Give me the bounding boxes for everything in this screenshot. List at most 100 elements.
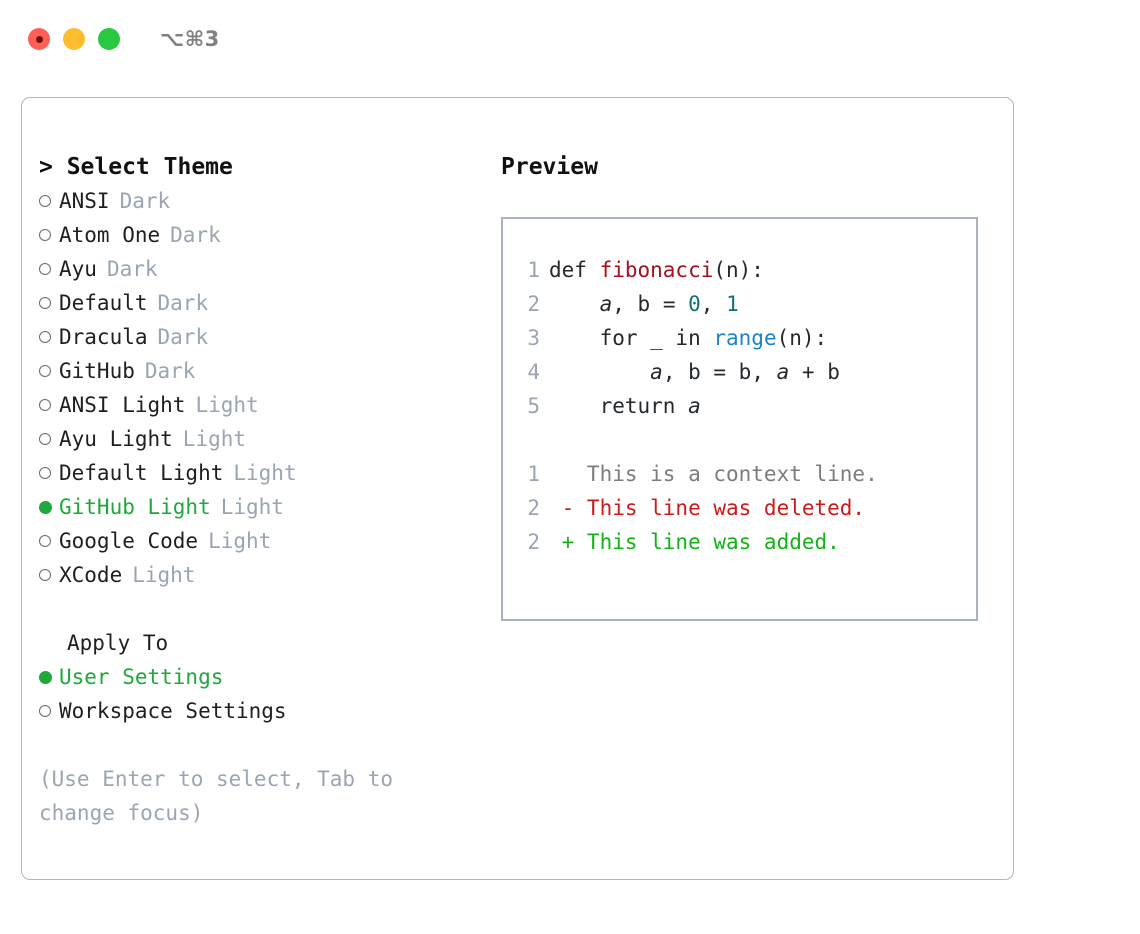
code-line: 2 a, b = 0, 1: [503, 287, 976, 321]
radio-selected-icon: [39, 659, 59, 693]
close-window-button[interactable]: [28, 28, 50, 50]
radio-unselected-icon: [39, 285, 59, 319]
code-line: 1 def fibonacci(n):: [503, 253, 976, 287]
theme-option-label: XCode: [59, 563, 123, 587]
zoom-window-button[interactable]: [98, 28, 120, 50]
theme-option[interactable]: XCode Light: [39, 558, 499, 592]
close-icon: [35, 35, 43, 43]
theme-option[interactable]: Default Dark: [39, 286, 499, 320]
theme-variant-tag: Light: [132, 563, 196, 587]
radio-unselected-icon: [39, 387, 59, 421]
code-token-plain: def: [549, 258, 600, 282]
code-token-var: a: [688, 394, 701, 418]
code-line-text: return a: [549, 389, 701, 423]
theme-option[interactable]: Atom One Dark: [39, 218, 499, 252]
theme-variant-tag: Dark: [157, 291, 209, 315]
theme-option-label: Dracula: [59, 325, 148, 349]
empty-circle-icon: [39, 331, 51, 343]
theme-variant-tag: Dark: [119, 189, 171, 213]
diff-line: 2 + This line was added.: [503, 525, 976, 559]
code-line: 5 return a: [503, 389, 976, 423]
keyboard-shortcut-label: ⌥⌘3: [160, 27, 220, 51]
theme-option-label: GitHub: [59, 359, 135, 383]
theme-option-label: Atom One: [59, 223, 161, 247]
apply-to-option-label: User Settings: [59, 665, 224, 689]
code-token-var: a: [776, 360, 790, 384]
empty-circle-icon: [39, 399, 51, 411]
filled-circle-icon: [39, 500, 52, 514]
radio-unselected-icon: [39, 251, 59, 285]
hint-spacer: [39, 728, 499, 762]
theme-option[interactable]: ANSI Light Light: [39, 388, 499, 422]
theme-option[interactable]: Default Light Light: [39, 456, 499, 490]
code-line-text: for _ in range(n):: [549, 321, 828, 355]
code-line: 3 for _ in range(n):: [503, 321, 976, 355]
code-line: 4 a, b = b, a + b: [503, 355, 976, 389]
code-line-text: a, b = b, a + b: [549, 355, 840, 389]
theme-option[interactable]: Ayu Dark: [39, 252, 499, 286]
code-token-plain: for _ in: [549, 326, 714, 350]
theme-option[interactable]: Dracula Dark: [39, 320, 499, 354]
code-token-call: range: [713, 326, 777, 350]
list-spacer: [39, 592, 499, 626]
theme-variant-tag: Dark: [170, 223, 221, 247]
code-token-fn: fibonacci: [599, 258, 714, 282]
theme-variant-tag: Dark: [157, 325, 209, 349]
code-token-plain: =: [650, 292, 689, 316]
code-token-plain: return: [549, 394, 689, 418]
line-number: 1: [527, 258, 540, 282]
theme-option[interactable]: Google Code Light: [39, 524, 499, 558]
empty-circle-icon: [39, 569, 51, 581]
line-number: 4: [527, 360, 540, 384]
apply-to-option[interactable]: User Settings: [39, 660, 499, 694]
code-token-plain: , b = b,: [662, 360, 777, 384]
theme-variant-tag: Light: [195, 393, 259, 417]
theme-option[interactable]: ANSI Dark: [39, 184, 499, 218]
apply-to-heading: Apply To: [67, 631, 169, 655]
code-token-plain: (n):: [776, 326, 828, 350]
code-token-plain: (n):: [713, 258, 764, 282]
diff-line-number: 1: [527, 462, 540, 486]
theme-option-label: Google Code: [59, 529, 199, 553]
title-bar: ⌥⌘3: [0, 0, 1140, 78]
theme-variant-tag: Light: [208, 529, 272, 553]
diff-line: 2 - This line was deleted.: [503, 491, 976, 525]
theme-option-label: GitHub Light: [59, 495, 211, 519]
code-token-plain: + b: [789, 360, 840, 384]
radio-unselected-icon: [39, 455, 59, 489]
theme-option-label: Default: [59, 291, 148, 315]
minimize-window-button[interactable]: [63, 28, 85, 50]
diff-line-text-ctx: This is a context line.: [549, 462, 878, 486]
diff-line-number: 2: [527, 530, 540, 554]
radio-unselected-icon: [39, 557, 59, 591]
diff-sample-block: 1 This is a context line. 2 - This line w…: [503, 457, 976, 559]
code-line-text: a, b = 0, 1: [549, 287, 739, 321]
empty-circle-icon: [39, 297, 51, 309]
theme-variant-tag: Light: [233, 461, 297, 485]
apply-to-option[interactable]: Workspace Settings: [39, 694, 499, 728]
code-token-plain: [549, 360, 650, 384]
empty-circle-icon: [39, 433, 51, 445]
theme-variant-tag: Dark: [106, 257, 158, 281]
apply-to-option-label: Workspace Settings: [59, 699, 287, 723]
empty-circle-icon: [39, 705, 51, 717]
radio-unselected-icon: [39, 217, 59, 251]
theme-option-label: Default Light: [59, 461, 224, 485]
theme-option-label: ANSI: [59, 189, 110, 213]
empty-circle-icon: [39, 365, 51, 377]
theme-option-label: Ayu Light: [59, 427, 173, 451]
empty-circle-icon: [39, 263, 51, 275]
keyboard-hint-text: (Use Enter to select, Tab to change focu…: [39, 767, 394, 825]
theme-option-label: Ayu: [59, 257, 97, 281]
radio-unselected-icon: [39, 319, 59, 353]
theme-option-label: ANSI Light: [59, 393, 186, 417]
